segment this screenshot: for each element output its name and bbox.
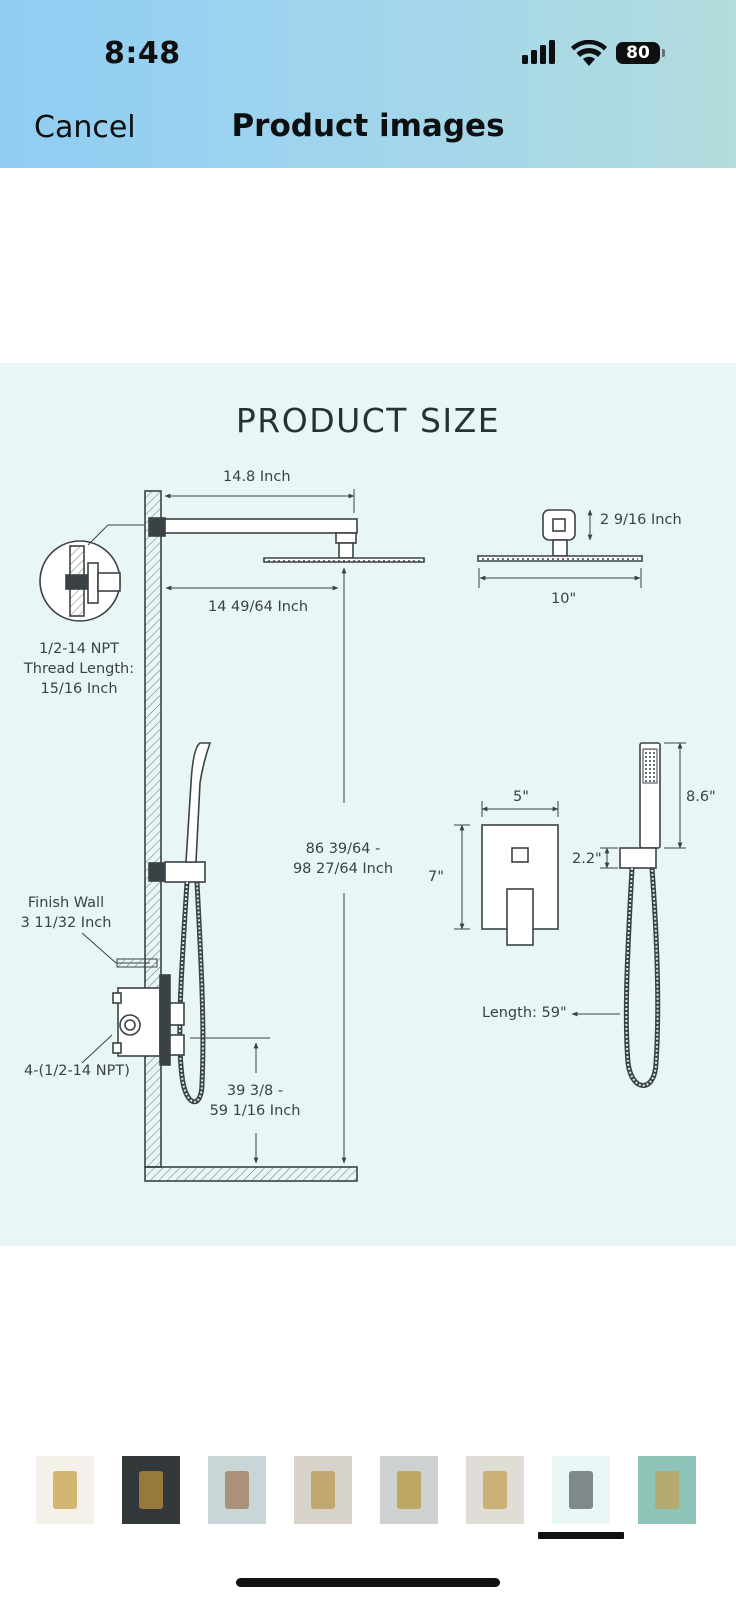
hose-length-label: Length: 59": [482, 1005, 567, 1021]
thumbnail-3[interactable]: [208, 1456, 266, 1524]
thumbnail-product-shape: [655, 1470, 679, 1510]
cellular-signal-icon: [520, 38, 560, 68]
thumbnail-product-shape: [569, 1470, 593, 1510]
thumbnail-1[interactable]: [36, 1456, 94, 1524]
thumbnail-strip: [0, 1456, 736, 1528]
inlets-label: 4-(1/2-14 NPT): [24, 1063, 130, 1079]
holder-height-label: 2.2": [572, 851, 602, 867]
thumbnail-8[interactable]: [638, 1456, 696, 1524]
plate-height-label: 7": [428, 869, 444, 885]
thumbnail-4[interactable]: [294, 1456, 352, 1524]
thumbnail-2[interactable]: [122, 1456, 180, 1524]
home-indicator[interactable]: [236, 1578, 500, 1587]
thumbnail-5[interactable]: [380, 1456, 438, 1524]
thread-label: 1/2-14 NPT Thread Length: 15/16 Inch: [23, 641, 135, 697]
thumbnail-product-shape: [311, 1470, 335, 1510]
thumbnail-product-shape: [397, 1470, 421, 1510]
selected-thumbnail-indicator: [538, 1532, 624, 1539]
image-heading: PRODUCT SIZE: [235, 401, 501, 440]
product-size-image[interactable]: PRODUCT SIZE 14.8 Inch 14 49/64 Inch 1/2…: [0, 363, 736, 1246]
total-height-label: 86 39/64 - 98 27/64 Inch: [292, 841, 394, 877]
status-time: 8:48: [104, 36, 181, 71]
thumbnail-7[interactable]: [552, 1456, 610, 1524]
product-size-diagram: [39, 489, 686, 1182]
thumbnail-product-shape: [225, 1470, 249, 1510]
head-depth-label: 2 9/16 Inch: [600, 512, 682, 528]
page-title: Product images: [231, 108, 505, 144]
handheld-length-label: 8.6": [686, 789, 716, 805]
cancel-button[interactable]: Cancel: [34, 110, 136, 145]
thumbnail-product-shape: [139, 1470, 163, 1510]
thumbnail-6[interactable]: [466, 1456, 524, 1524]
thumbnail-product-shape: [53, 1470, 77, 1510]
arm-length-label: 14.8 Inch: [223, 469, 291, 485]
plate-width-label: 5": [513, 789, 529, 805]
battery-icon: 80: [616, 42, 665, 64]
top-bar: 8:48 80 Cancel Product images: [0, 0, 736, 168]
arm-reach-label: 14 49/64 Inch: [208, 599, 309, 615]
thumbnail-product-shape: [483, 1470, 507, 1510]
head-width-label: 10": [551, 591, 577, 607]
finish-wall-label: Finish Wall 3 11/32 Inch: [20, 895, 112, 931]
valve-height-label: 39 3/8 - 59 1/16 Inch: [209, 1083, 301, 1119]
wifi-icon: [571, 40, 607, 66]
